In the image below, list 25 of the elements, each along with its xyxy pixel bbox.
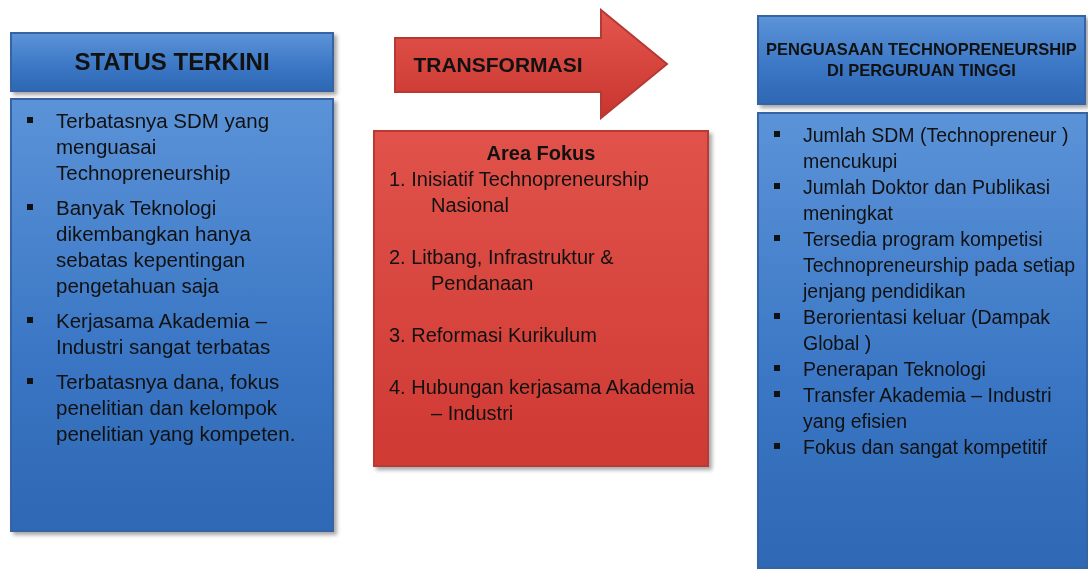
list-item: Jumlah SDM (Technopreneur ) mencukupi — [759, 122, 1086, 174]
list-item: Penerapan Teknologi — [759, 356, 1086, 382]
list-item: Tersedia program kompetisi Technopreneurship pada setiap jenjang pendidikan — [759, 226, 1086, 304]
panel-heading: Area Fokus — [485, 141, 597, 166]
list-item: 2. Litbang, Infrastruktur & Pendanaan — [388, 245, 615, 296]
list-item: Fokus dan sangat kompetitif — [759, 434, 1086, 460]
header-box — [10, 32, 334, 92]
list-item: Berorientasi keluar (Dampak Global ) — [759, 304, 1086, 356]
header-box — [757, 15, 1086, 105]
arrow-label: TRANSFORMASI — [413, 53, 583, 77]
list-item: 4. Hubungan kerjasama Akademia – Industri — [388, 375, 696, 426]
arrow-shape — [393, 8, 669, 120]
content-panel — [757, 112, 1088, 569]
focus-panel — [373, 130, 709, 467]
list-item: Kerjasama Akademia – Industri sangat terbatas — [12, 308, 332, 360]
header-title: STATUS TERKINI — [74, 47, 270, 78]
list-item: Jumlah Doktor dan Publikasi meningkat — [759, 174, 1086, 226]
list-item: 3. Reformasi Kurikulum — [388, 323, 598, 348]
list-item: Banyak Teknologi dikembangkan hanya sebatas kepentingan pengetahuan saja — [12, 195, 332, 299]
list-item: Terbatasnya SDM yang menguasai Technopreneurship — [12, 108, 332, 186]
content-panel — [10, 98, 334, 532]
list-item: 1. Inisiatif Technopreneurship Nasional — [388, 167, 650, 218]
list-item: Transfer Akademia – Industri yang efisien — [759, 382, 1086, 434]
list-item: Terbatasnya dana, fokus penelitian dan kelompok penelitian yang kompeten. — [12, 369, 332, 447]
header-title: PENGUASAAN TECHNOPRENEURSHIP DI PERGURUAN TINGGI — [765, 38, 1078, 81]
